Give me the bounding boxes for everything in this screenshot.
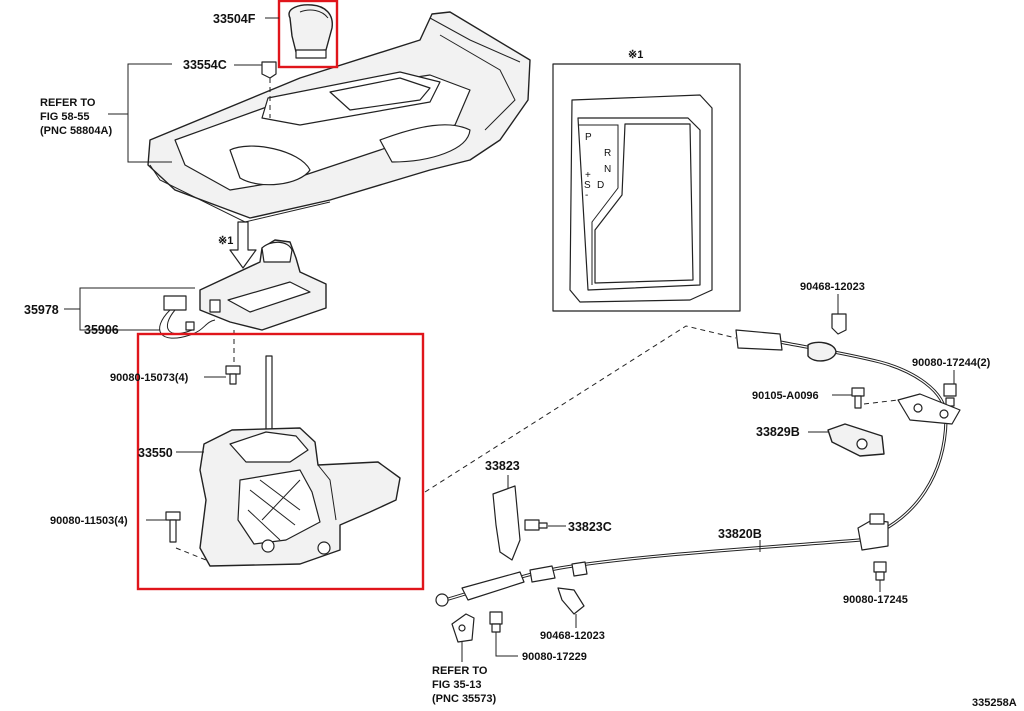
inset-s: S [584,180,591,191]
down-arrow-icon [229,221,257,269]
bolt-icon [225,365,241,385]
label-bracket: 33823 [485,459,520,473]
label-clip-c: 33554C [183,58,227,72]
refer-bottom-line1: REFER TO [432,665,488,677]
label-indicator: 35978 [24,303,59,317]
nut-icon [489,611,503,633]
label-shift-lever: 33550 [138,446,173,460]
label-nut-right: 90080-17245 [843,594,908,606]
cable-retainer [827,423,885,457]
clip-icon [831,313,847,335]
lever-highlight-box [136,332,425,591]
label-clip-bottom: 90468-12023 [540,630,605,642]
label-bracket-bolt: 33823C [568,520,612,534]
shift-lever-assembly [199,355,401,567]
nut-icon [873,561,887,581]
label-bolt-mid: 90105-A0096 [752,390,819,402]
shift-knob [288,4,333,59]
inset-minus: - [585,190,588,201]
cable-mount [897,393,961,425]
cable-bracket [492,475,521,561]
bolt-icon [851,387,865,409]
inset-p: P [585,132,592,143]
label-knob: 33504F [213,12,256,26]
shift-cable [435,329,948,607]
clip-c [261,61,277,118]
label-wire: 35906 [84,323,119,337]
inset-marker: ※1 [628,49,643,61]
refer-top-line3: (PNC 58804A) [40,125,112,137]
refer-top-line2: FIG 58-55 [40,111,90,123]
label-nut-top: 90080-17244(2) [912,357,991,369]
inset-d: D [597,180,604,191]
label-bolt-left-bottom: 90080-11503(4) [50,515,128,527]
refer-bottom-line3: (PNC 35573) [432,693,497,705]
indicator-housing [199,239,327,331]
inset-plus: + [585,170,591,181]
label-retainer: 33829B [756,425,800,439]
label-nut-bottom: 90080-17229 [522,651,587,663]
inset-r: R [604,148,611,159]
bolt-icon [524,519,548,531]
label-clip-top: 90468-12023 [800,281,865,293]
inset-panel: ※1 P R N D + S - [552,49,741,312]
clip-icon [557,587,585,615]
nut-icon [943,383,957,407]
refer-top-line1: REFER TO [40,97,96,109]
cable-bracket-right [857,513,889,551]
center-console [147,11,531,223]
cable-end-bracket [451,613,475,643]
label-cable: 33820B [718,527,762,541]
knob-highlight-box [277,0,339,69]
refer-bottom-line2: FIG 35-13 [432,679,482,691]
arrow-marker: ※1 [218,235,233,247]
inset-n: N [604,164,611,175]
figure-id: 335258A [972,697,1017,709]
bolt-icon [165,511,181,543]
label-bolt-left-top: 90080-15073(4) [110,372,189,384]
